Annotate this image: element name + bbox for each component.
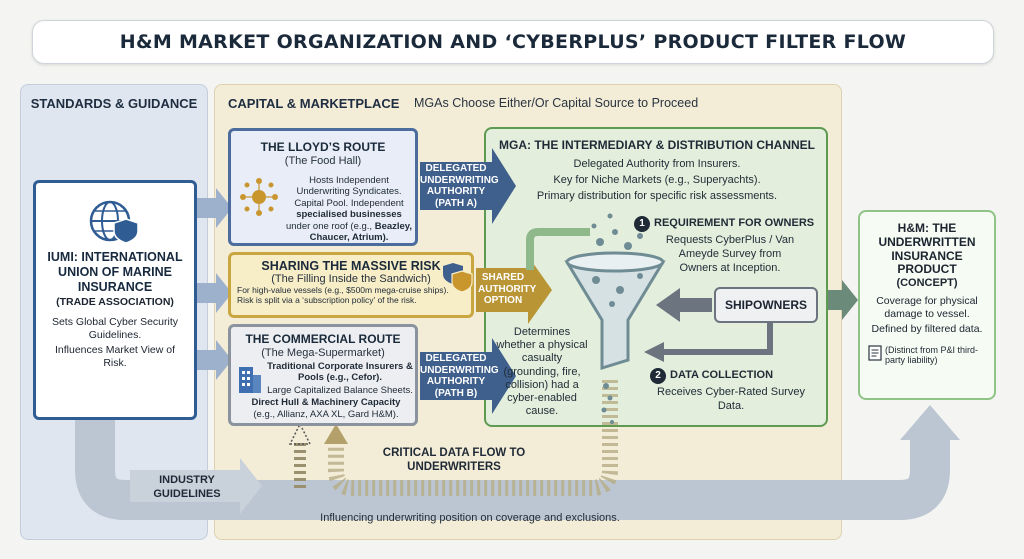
- shipowners-label: SHIPOWNERS: [724, 298, 807, 312]
- path-a-label: DELEGATED UNDERWRITING AUTHORITY (PATH A…: [420, 163, 499, 209]
- title-bar: H&M MARKET ORGANIZATION AND ‘CYBERPLUS’ …: [32, 20, 994, 64]
- network-person-icon: [240, 178, 278, 216]
- hm-title: H&M: THE UNDERWRITTEN INSURANCE PRODUCT: [878, 221, 976, 277]
- main-flow-arrow: [75, 420, 950, 520]
- data-collection-number: 2: [650, 368, 666, 384]
- commercial-route-box: THE COMMERCIAL ROUTE (The Mega-Supermark…: [228, 324, 418, 426]
- shipowners-return-path: [660, 323, 773, 355]
- critical-flow-label: CRITICAL DATA FLOW TO UNDERWRITERS: [382, 447, 526, 474]
- iumi-desc-1: Sets Global Cyber Security Guidelines.: [51, 316, 179, 342]
- lloyds-subtitle: (The Food Hall): [284, 154, 362, 167]
- influencing-text: Influencing underwriting position on cov…: [320, 512, 620, 524]
- iumi-title: IUMI: INTERNATIONAL UNION OF MARINE INSU…: [47, 250, 183, 294]
- capital-header: CAPITAL & MARKETPLACE: [228, 96, 400, 111]
- data-flow-path: [328, 380, 618, 496]
- data-collection-heading: 2 DATA COLLECTION: [650, 368, 826, 384]
- sharing-risk-box: SHARING THE MASSIVE RISK (The Filling In…: [228, 252, 474, 318]
- commercial-title: THE COMMERCIAL ROUTE: [245, 332, 401, 346]
- building-icon: [239, 367, 261, 393]
- iumi-desc-2: Influences Market View of Risk.: [54, 344, 176, 370]
- commercial-desc-3: Direct Hull & Machinery Capacity: [251, 397, 401, 408]
- shared-authority-label: SHARED AUTHORITY OPTION: [478, 272, 537, 306]
- data-particles: [591, 213, 643, 424]
- hm-subtitle: (CONCEPT): [896, 277, 958, 290]
- data-collection-desc: Receives Cyber-Rated Survey Data.: [657, 386, 805, 412]
- hm-product-box: H&M: THE UNDERWRITTEN INSURANCE PRODUCT …: [858, 210, 996, 400]
- sharing-desc-2: Risk is split via a ‘subscription policy…: [237, 294, 417, 305]
- industry-guidelines-label: INDUSTRY GUIDELINES: [153, 474, 221, 500]
- mga-to-hm-arrow: [828, 280, 858, 320]
- lloyds-title: THE LLOYD’S ROUTE: [260, 140, 386, 154]
- lloyds-desc-a: Hosts Independent Underwriting Syndicate…: [294, 175, 404, 209]
- globe-shield-icon: [89, 200, 139, 244]
- commercial-desc-4: (e.g., Allianz, AXA XL, Gard H&M).: [253, 409, 399, 420]
- page-title: H&M MARKET ORGANIZATION AND ‘CYBERPLUS’ …: [119, 31, 907, 53]
- iumi-box: IUMI: INTERNATIONAL UNION OF MARINE INSU…: [33, 180, 197, 420]
- requirement-title: REQUIREMENT FOR OWNERS: [654, 217, 815, 229]
- funnel-rim: [565, 251, 665, 273]
- shipowners-box: SHIPOWNERS: [714, 287, 818, 323]
- capital-note: MGAs Choose Either/Or Capital Source to …: [414, 96, 699, 110]
- commercial-desc-2: Large Capitalized Balance Sheets.: [267, 385, 413, 396]
- iumi-to-sharing-arrow: [197, 273, 232, 313]
- document-icon: [868, 344, 882, 361]
- lloyds-route-box: THE LLOYD’S ROUTE (The Food Hall) Hosts …: [228, 128, 418, 246]
- sharing-title: SHARING THE MASSIVE RISK: [261, 259, 441, 273]
- commercial-subtitle: (The Mega-Supermarket): [261, 346, 385, 359]
- mga-desc-3: Primary distribution for specific risk a…: [536, 190, 778, 202]
- shields-icon: [443, 263, 473, 293]
- funnel-inlet-pipe: [526, 228, 590, 270]
- lloyds-desc-b: specialised businesses: [296, 209, 402, 221]
- industry-guidelines-arrow: [130, 458, 262, 514]
- requirement-desc: Requests CyberPlus / Van Ameyde Survey f…: [665, 234, 795, 274]
- data-collection-title: DATA COLLECTION: [670, 369, 774, 381]
- hm-note: (Distinct from P&I third-party liability…: [885, 344, 979, 366]
- commercial-desc-1: Traditional Corporate Insurers & Pools (…: [267, 361, 413, 383]
- data-flow-arrowhead-outline: [288, 422, 312, 445]
- lloyds-desc-c: under one roof (e.g.,: [285, 220, 373, 232]
- shipowners-to-funnel-arrow: [656, 288, 712, 322]
- path-b-label: DELEGATED UNDERWRITING AUTHORITY (PATH B…: [420, 353, 499, 399]
- iumi-to-commercial-arrow: [197, 340, 232, 380]
- sharing-subtitle: (The Filling Inside the Sandwich): [271, 273, 431, 286]
- mga-desc-1: Delegated Authority from Insurers.: [573, 158, 741, 170]
- lloyds-desc-d: Beazley, Chaucer, Atrium).: [309, 220, 413, 243]
- path-b-arrow: [420, 338, 516, 414]
- iumi-subtitle: (TRADE ASSOCIATION): [56, 296, 174, 308]
- sharing-desc-1: For high-value vessels (e.g., $500m mega…: [237, 285, 449, 296]
- shared-authority-arrow: [476, 256, 552, 324]
- iumi-to-lloyds-arrow: [197, 188, 232, 228]
- requirement-number: 1: [634, 216, 650, 232]
- mga-title: MGA: THE INTERMEDIARY & DISTRIBUTION CHA…: [499, 138, 815, 152]
- determines-text: Determines whether a physical casualty (…: [496, 326, 588, 418]
- hm-desc-2: Defined by filtered data.: [871, 323, 983, 336]
- path-a-arrow: [420, 148, 516, 224]
- standards-header: STANDARDS & GUIDANCE: [30, 96, 198, 111]
- requirement-heading: 1 REQUIREMENT FOR OWNERS: [634, 216, 830, 232]
- mga-desc-2: Key for Niche Markets (e.g., Superyachts…: [553, 174, 761, 186]
- hm-desc-1: Coverage for physical damage to vessel.: [876, 295, 978, 321]
- shipowners-return-arrowhead: [644, 342, 664, 362]
- main-flow-arrowhead: [900, 405, 960, 440]
- data-flow-arrowhead-gold: [324, 424, 348, 444]
